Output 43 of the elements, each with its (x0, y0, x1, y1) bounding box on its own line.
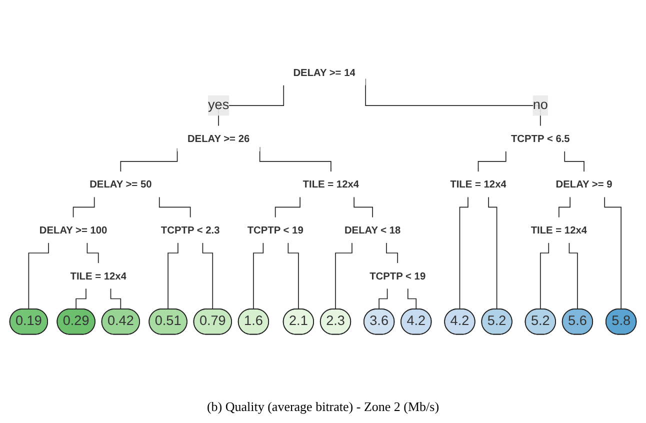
connector (568, 242, 578, 310)
node-text: DELAY >= 14 (293, 66, 356, 79)
connector (253, 242, 264, 310)
connector (86, 242, 99, 264)
node-text: DELAY >= 26 (187, 133, 250, 145)
connector (202, 242, 214, 310)
connector (604, 197, 622, 310)
connector (28, 242, 49, 310)
connector (540, 242, 550, 310)
edge-label: yes (208, 98, 230, 113)
node-text: DELAY < 18 (344, 224, 401, 236)
connector (288, 242, 300, 310)
connector (488, 197, 498, 310)
node-text: DELAY >= 100 (39, 224, 108, 236)
connector (459, 197, 468, 310)
connector (354, 197, 373, 218)
caption: (b) Quality (average bitrate) - Zone 2 (Mb/s) (206, 398, 440, 416)
connector (218, 85, 284, 127)
node-text: TILE = 12x4 (450, 178, 506, 191)
node-text: TCPTP < 19 (370, 270, 426, 282)
node-text: TCPTP < 6.5 (510, 133, 570, 145)
connector (558, 197, 570, 218)
decision-tree: yes no DELAY >= 14 DELAY >= 26 TCPTP < 6.5 DELAY >= 50 TILE = 12x4 TILE = 12x4 DELAY >= 9 DELAY >= 100 TCPTP < 2.3 TCPTP < 19 DELAY < 18 TILE = 12x4 TILE = 12x4 TCPTP < 19 0.19 0.29 0.42 0.51 0.79 1.6 2.1 2.3 3.6 4.2 4.2 5.2 5.2 5.6 5.8 (3, 53, 643, 342)
connector (407, 288, 417, 310)
connector (76, 288, 86, 310)
connector (274, 197, 300, 218)
connector (110, 288, 122, 310)
connector (168, 242, 178, 310)
connector (378, 288, 388, 310)
connector (335, 242, 352, 310)
connector (386, 242, 398, 264)
node-text: TCPTP < 19 (247, 224, 304, 236)
node-text: DELAY >= 9 (556, 178, 612, 191)
node-text: TILE = 12x4 (530, 224, 588, 236)
connector (478, 151, 506, 172)
node-text: TILE = 12x4 (302, 178, 360, 191)
edge-label: no (532, 98, 548, 113)
node-text: TILE = 12x4 (70, 270, 126, 282)
connector (158, 197, 191, 218)
node-text: DELAY >= 50 (90, 178, 152, 191)
node-text: TCPTP < 2.3 (160, 224, 220, 236)
connector (564, 151, 584, 172)
connector (72, 197, 95, 218)
